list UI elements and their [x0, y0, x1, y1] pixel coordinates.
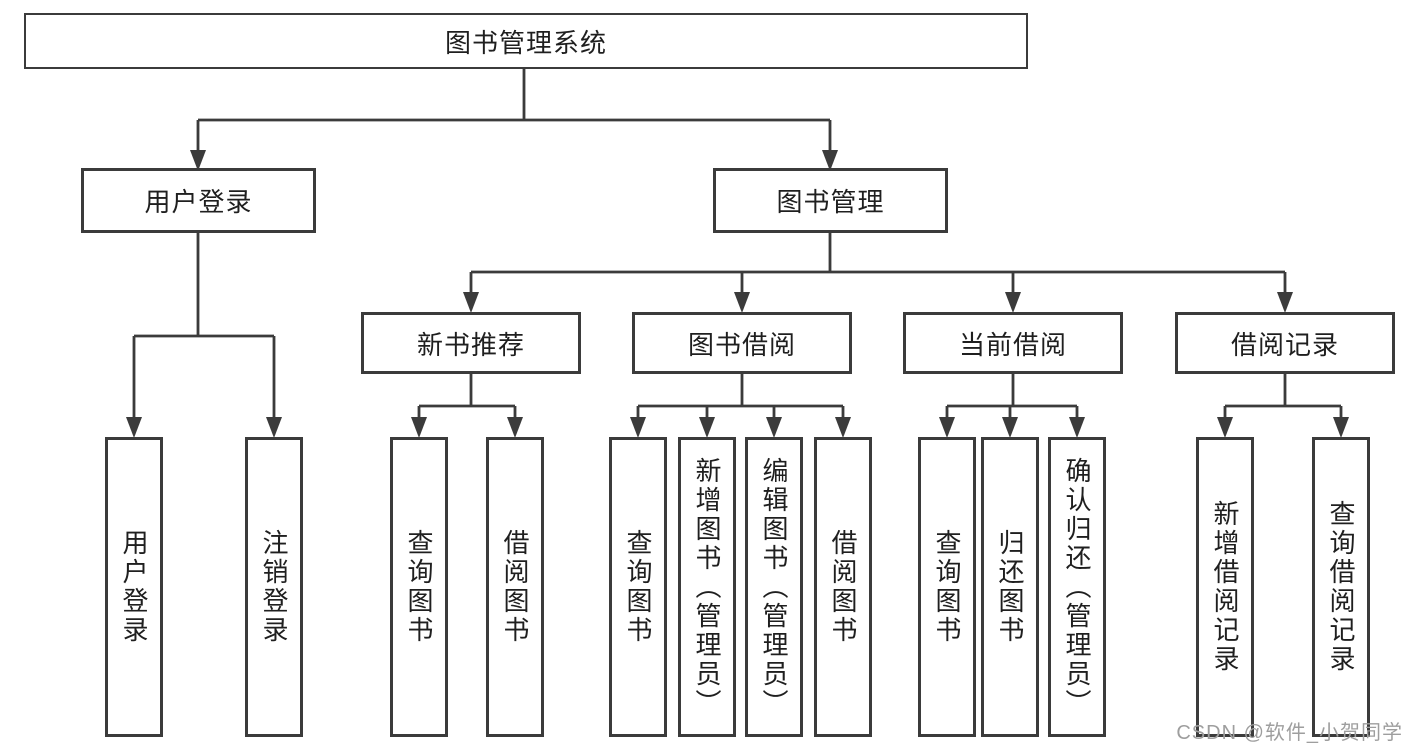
- csdn-watermark: CSDN @软件_小贺同学: [1176, 722, 1403, 744]
- node-book-management: 图书管理: [713, 168, 948, 233]
- node-borrow-records: 借阅记录: [1175, 312, 1395, 374]
- connector-user-login-children: [126, 232, 282, 438]
- connector-records-children: [1217, 373, 1349, 438]
- node-logout: 注销登录: [245, 437, 303, 737]
- connector-book-borrow-children: [630, 373, 851, 438]
- node-label: 注销登录: [259, 529, 289, 645]
- connector-current-borrow-children: [939, 373, 1085, 438]
- node-label: 用户登录: [144, 187, 253, 217]
- connector-book-mgmt-children: [463, 232, 1293, 313]
- node-label: 归还图书: [995, 529, 1025, 645]
- node-label: 查询图书: [404, 529, 434, 645]
- node-label: 新增借阅记录: [1210, 500, 1240, 674]
- node-return-books: 归还图书: [981, 437, 1039, 737]
- node-query-borrow-record: 查询借阅记录: [1312, 437, 1370, 737]
- node-confirm-return-admin: 确认归还（管理员）: [1048, 437, 1106, 737]
- node-label: 借阅图书: [500, 529, 530, 645]
- node-user-login: 用户登录: [81, 168, 316, 233]
- connector-new-book-children: [411, 373, 523, 438]
- node-label: 查询图书: [623, 529, 653, 645]
- node-borrow-books-1: 借阅图书: [486, 437, 544, 737]
- node-query-books-2: 查询图书: [609, 437, 667, 737]
- node-query-books-3: 查询图书: [918, 437, 976, 737]
- node-label: 查询图书: [932, 529, 962, 645]
- node-add-borrow-record: 新增借阅记录: [1196, 437, 1254, 737]
- node-user-login-leaf: 用户登录: [105, 437, 163, 737]
- node-edit-books-admin: 编辑图书（管理员）: [745, 437, 803, 737]
- node-label: 当前借阅: [958, 329, 1067, 360]
- node-label: 查询借阅记录: [1326, 500, 1356, 674]
- node-label: 借阅记录: [1230, 329, 1339, 360]
- node-label: 图书管理: [776, 187, 885, 217]
- node-new-book-recommend: 新书推荐: [361, 312, 581, 374]
- connector-root-to-level2: [190, 68, 838, 171]
- node-query-books-1: 查询图书: [390, 437, 448, 737]
- node-book-borrow: 图书借阅: [632, 312, 852, 374]
- node-label: 用户登录: [119, 529, 149, 645]
- node-borrow-books-2: 借阅图书: [814, 437, 872, 737]
- node-label: 图书管理系统: [444, 27, 607, 58]
- node-add-books-admin: 新增图书（管理员）: [678, 437, 736, 737]
- node-label: 图书借阅: [687, 329, 796, 360]
- node-label: 借阅图书: [828, 529, 858, 645]
- node-library-system: 图书管理系统: [24, 13, 1028, 69]
- node-label: 新书推荐: [416, 329, 525, 360]
- node-label: 确认归还（管理员）: [1062, 456, 1092, 718]
- node-label: 编辑图书（管理员）: [759, 456, 789, 718]
- node-label: 新增图书（管理员）: [692, 456, 722, 718]
- node-current-borrow: 当前借阅: [903, 312, 1123, 374]
